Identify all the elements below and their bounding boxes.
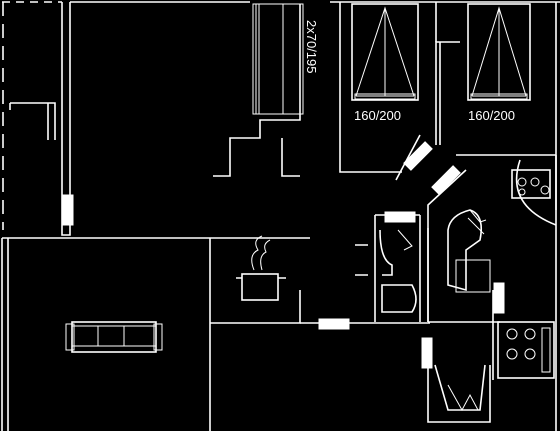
cooking-pot-icon [236, 235, 286, 301]
door-marker-icon [62, 194, 74, 226]
door-marker-icon [493, 282, 505, 314]
sofa-icon [65, 321, 163, 353]
door-marker-icon [431, 165, 461, 195]
wardrobe: 2x70/195 [213, 3, 319, 177]
door-marker-icon [403, 141, 433, 171]
shower-icon [469, 209, 487, 223]
stove-icon [497, 321, 555, 379]
toilet-icon [381, 284, 417, 313]
bed-left-icon [351, 3, 419, 101]
bedroom-walls [339, 2, 556, 173]
bathtub-icon [447, 209, 491, 293]
bed-left-label: 160/200 [354, 108, 401, 123]
washing-machine-icon [511, 169, 551, 199]
door-marker-icon [318, 318, 350, 330]
bed-right-label: 160/200 [468, 108, 515, 123]
sink-icon [379, 229, 413, 276]
door-marker-icon [384, 211, 416, 223]
wardrobe-label: 2x70/195 [304, 20, 319, 74]
balcony-rect [9, 102, 56, 140]
door-marker-icon [421, 337, 433, 369]
bed-right-icon [467, 3, 531, 101]
bottom-room [427, 340, 491, 423]
door-markers [62, 141, 505, 369]
